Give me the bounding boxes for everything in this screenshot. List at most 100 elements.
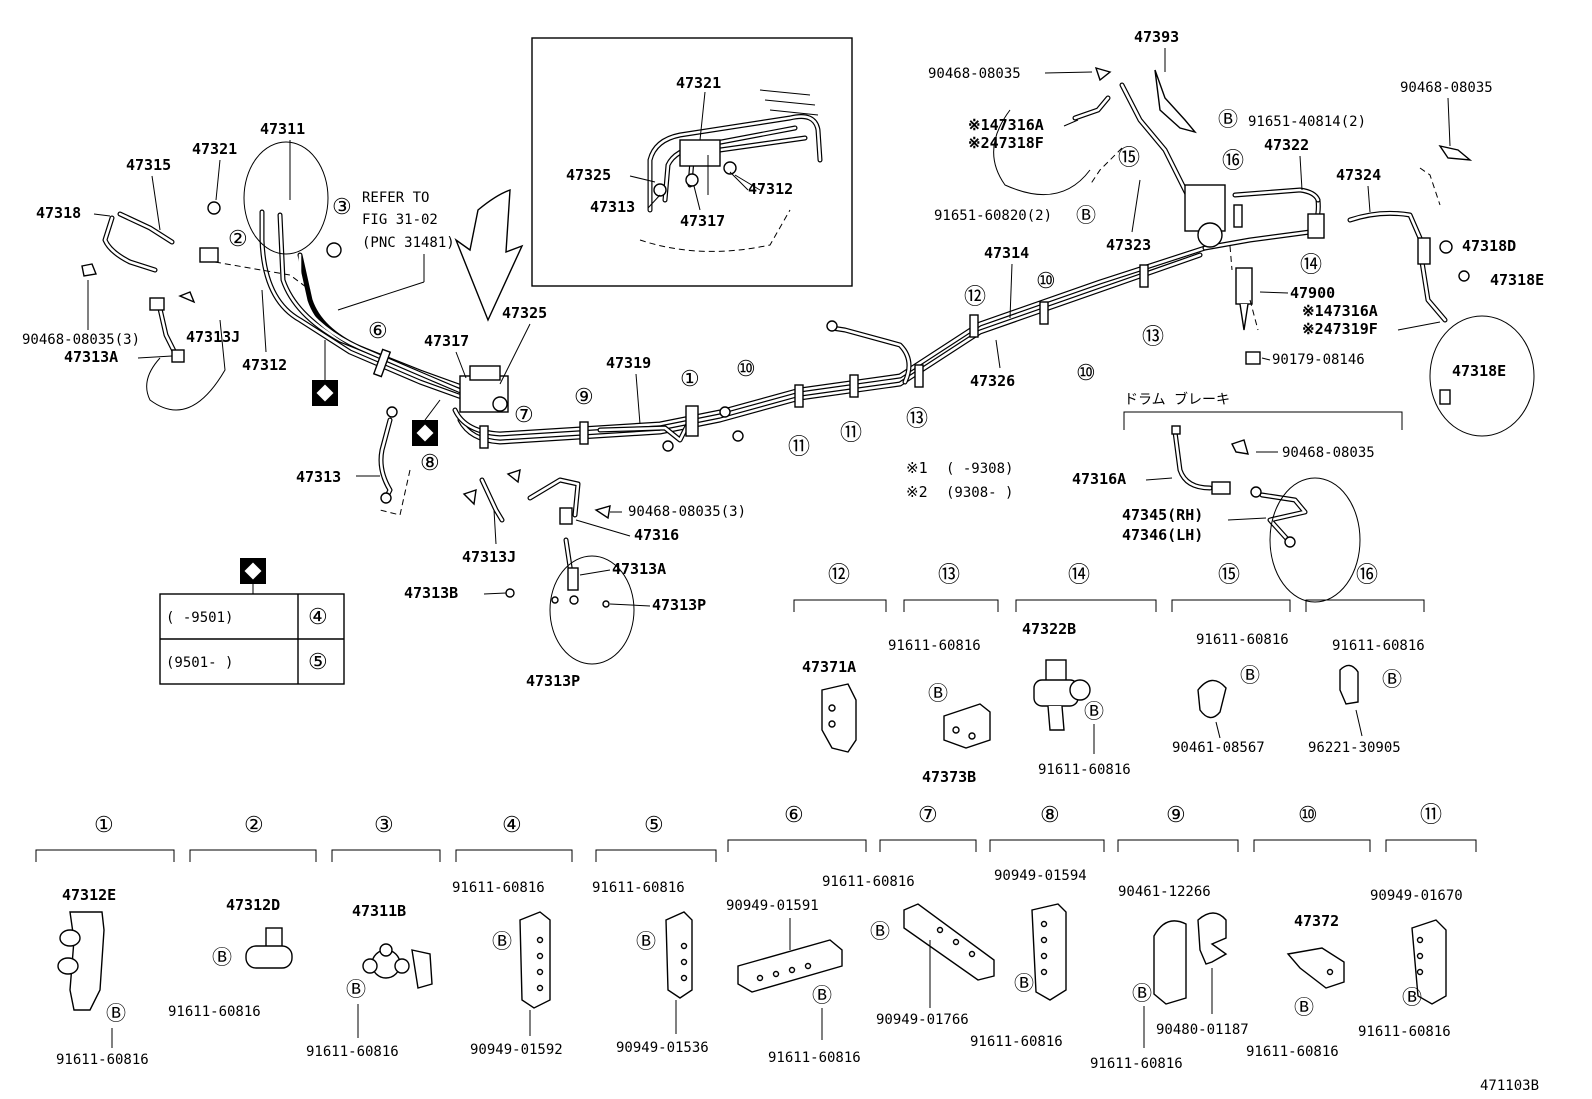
detail-7-bolt: Ⓑ [870, 919, 890, 943]
label-47318D: 47318D [1462, 237, 1516, 255]
label-91651-60820: 91651-60820(2) [934, 208, 1052, 224]
note-1-text: ( -9308) [946, 461, 1013, 477]
components [81, 66, 1473, 608]
label-90468-3-mid: 90468-08035(3) [628, 504, 746, 520]
label-47313J-left: 47313J [186, 328, 240, 346]
detail-8-bolt: Ⓑ [1014, 971, 1034, 995]
detail-4-part1: 91611-60816 [452, 880, 545, 896]
label-47313B: 47313B [404, 584, 458, 602]
detail-1-part2: 91611-60816 [56, 1052, 149, 1068]
detail-11-ref: ⑪ [1420, 803, 1442, 828]
detail-3-bolt: Ⓑ [346, 977, 366, 1001]
callout-11a: ⑪ [788, 435, 810, 460]
detail-9-part1: 90461-12266 [1118, 884, 1211, 900]
detail-15-bolt: Ⓑ [1240, 663, 1260, 687]
label-47321-inset: 47321 [676, 74, 721, 92]
detail-10-part2: 91611-60816 [1246, 1044, 1339, 1060]
label-47316A-s1b: ※147316A [1302, 302, 1378, 320]
legend-row2-ref: ⑤ [308, 650, 328, 675]
label-47312: 47312 [242, 356, 287, 374]
detail-row-upper: ⑫ 47371A ⑬ 91611-60816 Ⓑ 47373B ⑭ 47322B… [793, 563, 1425, 786]
note-2-mark: ※2 [906, 483, 928, 501]
detail-13-bolt: Ⓑ [928, 681, 948, 705]
bolt-mark-1: Ⓑ [1218, 107, 1238, 131]
detail-13-part2: 47373B [922, 768, 976, 786]
label-90468-top: 90468-08035 [928, 66, 1021, 82]
detail-10-ref: ⑩ [1298, 803, 1318, 828]
detail-10-part1: 47372 [1294, 912, 1339, 930]
detail-11-part1: 90949-01670 [1370, 888, 1463, 904]
detail-7-part1: 91611-60816 [822, 874, 915, 890]
callout-10b: ⑩ [1036, 269, 1056, 294]
detail-6-bolt: Ⓑ [812, 983, 832, 1007]
detail-9-bolt: Ⓑ [1132, 981, 1152, 1005]
detail-6-ref: ⑥ [784, 803, 804, 828]
main-callouts: ① ② ③ ⑥ ⑦ ⑧ ⑨ ⑩ ⑩ ⑩ ⑪ ⑪ ⑫ ⑬ ⑬ ⑭ ⑮ ⑯ Ⓑ Ⓑ [228, 107, 1322, 476]
detail-2-ref: ② [244, 813, 264, 838]
callout-6: ⑥ [368, 319, 388, 344]
label-47313P-a: 47313P [652, 596, 706, 614]
label-47325: 47325 [502, 304, 547, 322]
legend-row1-ref: ④ [308, 605, 328, 630]
detail-13-part1: 91611-60816 [888, 638, 981, 654]
callout-8: ⑧ [420, 451, 440, 476]
legend-row2-range: (9501- ) [166, 655, 233, 671]
detail-2-bolt: Ⓑ [212, 945, 232, 969]
label-47316A-s1: ※147316A [968, 116, 1044, 134]
note-1-mark: ※1 [906, 459, 928, 477]
label-47313: 47313 [296, 468, 341, 486]
detail-8-part2: 91611-60816 [970, 1034, 1063, 1050]
detail-11-part2: 91611-60816 [1358, 1024, 1451, 1040]
label-47346: 47346(LH) [1122, 526, 1203, 544]
label-47311: 47311 [260, 120, 305, 138]
detail-7-ref: ⑦ [918, 803, 938, 828]
legend-row1-range: ( -9501) [166, 610, 233, 626]
detail-16-part2: 96221-30905 [1308, 740, 1401, 756]
label-47318E-b: 47318E [1452, 362, 1506, 380]
detail-3-part1: 47311B [352, 902, 406, 920]
label-47313-inset: 47313 [590, 198, 635, 216]
detail-15-part1: 91611-60816 [1196, 632, 1289, 648]
label-47323: 47323 [1106, 236, 1151, 254]
callout-9: ⑨ [574, 385, 594, 410]
label-47318F-s2: ※247318F [968, 134, 1044, 152]
location-ovals [146, 109, 1535, 665]
detail-8-ref: ⑧ [1040, 803, 1060, 828]
brake-pipes [102, 82, 1448, 583]
label-47316: 47316 [634, 526, 679, 544]
detail-13-ref: ⑬ [938, 563, 960, 588]
detail-12-part1: 47371A [802, 658, 856, 676]
detail-row-lower: ① 47312E Ⓑ 91611-60816 ② 47312D Ⓑ 91611-… [35, 803, 1477, 1072]
detail-15-part2: 90461-08567 [1172, 740, 1265, 756]
label-47312-inset: 47312 [748, 180, 793, 198]
label-47318: 47318 [36, 204, 81, 222]
callout-15: ⑮ [1118, 146, 1140, 171]
callout-16: ⑯ [1222, 149, 1244, 174]
detail-16-bolt: Ⓑ [1382, 667, 1402, 691]
drum-brake-label: ドラム ブレーキ [1124, 391, 1230, 408]
detail-2-part2: 91611-60816 [168, 1004, 261, 1020]
detail-12-ref: ⑫ [828, 563, 850, 588]
label-47324: 47324 [1336, 166, 1381, 184]
detail-4-ref: ④ [502, 813, 522, 838]
note-2-text: (9308- ) [946, 485, 1013, 501]
callout-7: ⑦ [514, 403, 534, 428]
label-47314: 47314 [984, 244, 1029, 262]
callout-3: ③ [332, 195, 352, 220]
detail-4-bolt: Ⓑ [492, 929, 512, 953]
detail-8-part1: 90949-01594 [994, 868, 1087, 884]
bolt-mark-2: Ⓑ [1076, 203, 1096, 227]
detail-5-part1: 91611-60816 [592, 880, 685, 896]
detail-9-part2: 90480-01187 [1156, 1022, 1249, 1038]
view-arrow [454, 188, 524, 322]
label-47321: 47321 [192, 140, 237, 158]
label-47900: 47900 [1290, 284, 1335, 302]
detail-14-part1: 47322B [1022, 620, 1076, 638]
callout-14: ⑭ [1300, 253, 1322, 278]
detail-6-part2: 91611-60816 [768, 1050, 861, 1066]
label-47319F-s2: ※247319F [1302, 320, 1378, 338]
callout-10c: ⑩ [1076, 361, 1096, 386]
detail-14-part2: 91611-60816 [1038, 762, 1131, 778]
callout-13b: ⑬ [906, 407, 928, 432]
